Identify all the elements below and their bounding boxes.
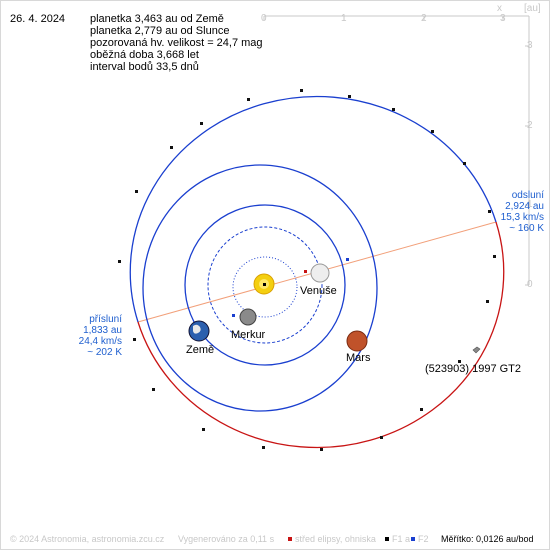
footer-scale: Měřítko: 0,0126 au/bod [441, 534, 534, 544]
orbit-points [118, 89, 496, 451]
mars-planet [346, 330, 368, 352]
date-label: 26. 4. 2024 [10, 13, 66, 25]
orbit-point [232, 314, 235, 317]
sun-focus-marker [263, 283, 266, 286]
y-tick-label: 1 [527, 199, 533, 210]
x-axis-label: x [497, 3, 502, 14]
asteroid-orbit-near [137, 221, 505, 449]
orbit-point [346, 258, 349, 261]
aphelion-temp: ~ 160 K [509, 223, 544, 234]
f2-marker-icon [411, 537, 415, 541]
orbit-point [320, 448, 323, 451]
sun [253, 273, 275, 295]
orbit-point [420, 408, 423, 411]
orbit-point [304, 270, 307, 273]
orbit-point [486, 300, 489, 303]
orbit-point [300, 89, 303, 92]
earth-label: Země [186, 344, 215, 356]
orbit-point [133, 338, 136, 341]
orbit-point [152, 388, 155, 391]
x-tick-label: 2 [421, 13, 427, 24]
orbit-point [118, 260, 121, 263]
venus-label: Venuše [300, 285, 337, 297]
orbit-point [348, 95, 351, 98]
info-line-magnitude: pozorovaná hv. velikost = 24,7 mag [90, 37, 263, 49]
asteroid-orbit-far [129, 95, 497, 323]
orbit-point [200, 122, 203, 125]
y-tick-label: 3 [527, 40, 533, 51]
venus-planet [310, 263, 330, 283]
y-tick-label: 0 [527, 279, 533, 290]
x-tick-label: 1 [341, 13, 347, 24]
orbit-point [458, 360, 461, 363]
footer-legend-center: střed elipsy, ohniska [285, 534, 376, 544]
axes [263, 15, 530, 286]
earth-planet [188, 320, 210, 342]
f1-marker-icon [385, 537, 389, 541]
x-tick-label: 3 [500, 13, 506, 24]
unit-label: [au] [524, 3, 541, 14]
orbit-point [262, 446, 265, 449]
earth-orbit [184, 204, 346, 366]
orbit-point [202, 428, 205, 431]
perihelion-title: přísluní [89, 314, 122, 325]
mercury-planet [239, 308, 257, 326]
mercury-orbit [232, 256, 298, 318]
orbit-point [431, 130, 434, 133]
mars-label: Mars [346, 352, 371, 364]
orbit-point [493, 255, 496, 258]
aphelion-distance: 2,924 au [505, 201, 544, 212]
legend-center-text: střed elipsy, ohniska [295, 534, 376, 544]
mercury-label: Merkur [231, 329, 266, 341]
aphelion-title: odsluní [511, 190, 544, 201]
info-line-sun-distance: planetka 2,779 au od Slunce [90, 25, 230, 37]
footer-copyright: © 2024 Astronomia, astronomia.zcu.cz [10, 534, 165, 544]
mars-orbit [142, 164, 378, 412]
orbit-point [488, 210, 491, 213]
info-line-earth-distance: planetka 3,463 au od Země [90, 13, 224, 25]
orbit-point [170, 146, 173, 149]
perihelion-temp: ~ 202 K [87, 347, 122, 358]
earth-clouds [193, 324, 201, 334]
info-line-period: oběžná doba 3,668 let [90, 49, 199, 61]
footer-legend-f2: F2 [408, 534, 429, 544]
center-marker-icon [288, 537, 292, 541]
y-tick-label: 2 [527, 120, 533, 131]
info-line-interval: interval bodů 33,5 dnů [90, 61, 199, 73]
footer-legend-f1: F1 a [382, 534, 410, 544]
planet-orbit-points [232, 258, 349, 317]
orbit-point [247, 98, 250, 101]
aphelion-speed: 15,3 km/s [500, 212, 544, 223]
asteroid-icon [472, 346, 481, 354]
perihelion-distance: 1,833 au [83, 325, 122, 336]
orbit-point [135, 190, 138, 193]
x-tick-label: 0 [261, 13, 267, 24]
orbit-point [392, 108, 395, 111]
legend-f1-text: F1 a [392, 534, 411, 544]
venus-orbit [207, 226, 323, 344]
perihelion-speed: 24,4 km/s [78, 336, 122, 347]
asteroid-label: (523903) 1997 GT2 [425, 363, 522, 375]
legend-f2-text: F2 [418, 534, 429, 544]
orbit-point [463, 162, 466, 165]
scale-text: Měřítko: 0,0126 au/bod [441, 534, 534, 544]
footer-generated: Vygenerováno za 0,11 s [178, 534, 275, 544]
orbit-point [380, 436, 383, 439]
